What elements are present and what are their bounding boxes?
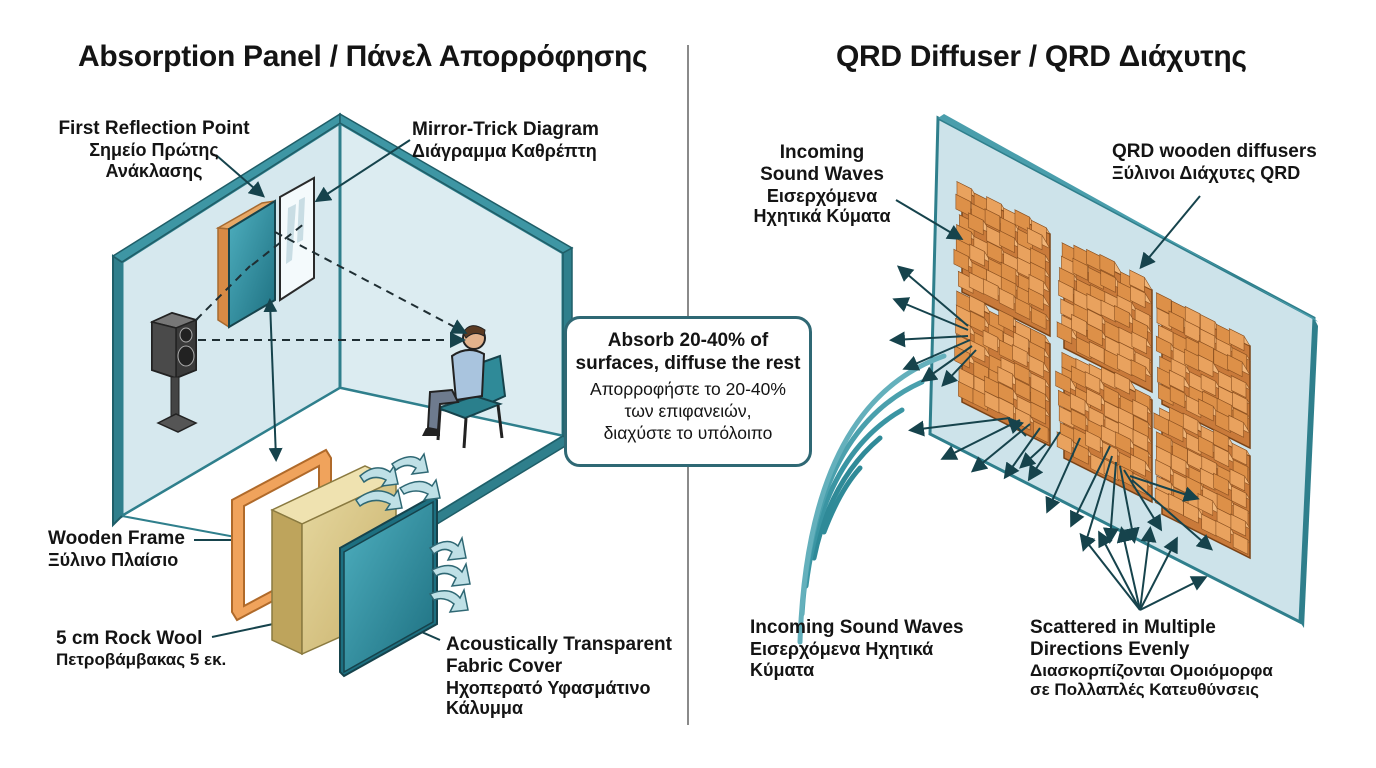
diffusion-arrow (896, 265, 969, 327)
leader-lines-right (895, 195, 1201, 270)
diffusion-arrow (1027, 431, 1061, 482)
incoming-waves-bottom-label: Incoming Sound Waves Εισερχόμενα Ηχητικά… (750, 617, 964, 680)
rock-wool-label: 5 cm Rock Wool Πετροβάμβακας 5 εκ. (56, 628, 227, 669)
diffusion-arrow (1019, 443, 1047, 469)
diffusion-arrow (1131, 479, 1214, 551)
qrd-block (1155, 292, 1251, 450)
qrd-block (953, 290, 1051, 448)
scattered-label: Scattered in Multiple Directions Evenly … (1030, 617, 1273, 700)
left-title: Absorption Panel / Πάνελ Απορρόφησης (78, 40, 648, 73)
diffusion-arrow (1098, 530, 1141, 611)
diffusion-arrow (1139, 576, 1208, 611)
diffusion-arrow (1139, 536, 1178, 611)
wooden-frame-label: Wooden Frame Ξύλινο Πλαίσιο (48, 528, 185, 570)
mirror-trick-label: Mirror-Trick Diagram Διάγραμμα Καθρέπτη (412, 119, 599, 161)
qrd-block (1056, 242, 1153, 394)
diffusion-arrow (1045, 437, 1081, 514)
diffusion-arrow (1123, 469, 1163, 532)
diffusion-arrow (1116, 526, 1141, 611)
diffusion-arrow (1079, 532, 1141, 611)
qrd-block (1153, 406, 1251, 560)
right-title: QRD Diffuser / QRD Διάχυτης (836, 40, 1247, 73)
diffusion-arrow (1129, 475, 1200, 502)
diffusion-arrow (1079, 455, 1113, 552)
fabric-cover-label: Acoustically Transparent Fabric Cover Ηχ… (446, 634, 672, 719)
qrd-diffusers-label: QRD wooden diffusers Ξύλινοι Διάχυτες QR… (1112, 141, 1317, 183)
diffusion-arrow (1102, 461, 1119, 544)
mirror-icon (279, 176, 315, 302)
diffusion-arrow (908, 417, 1011, 437)
diffusion-arrow (902, 339, 971, 371)
exploded-panel (231, 448, 438, 678)
wave-arrow-icon (354, 452, 471, 613)
diffusion-arrow (941, 349, 977, 387)
diffusion-arrow (889, 331, 969, 348)
first-reflection-label: First Reflection Point Σημείο Πρώτης Ανά… (58, 118, 250, 181)
diffusion-arrow (1139, 526, 1157, 611)
diffusion-arrow (892, 297, 969, 331)
listener-icon (422, 325, 507, 449)
diffusion-arrow (920, 345, 973, 383)
qrd-diffuser-blocks (953, 180, 1251, 560)
diffusion-arrows (889, 265, 1214, 611)
diffusion-arrow (1007, 417, 1027, 437)
incoming-waves-top-label: Incoming Sound Waves Εισερχόμενα Ηχητικά… (753, 142, 891, 227)
diffusion-arrow (1070, 445, 1111, 528)
qrd-block (1054, 351, 1153, 504)
recommendation-callout: Absorb 20-40% of surfaces, diffuse the r… (564, 316, 812, 467)
qrd-block (953, 180, 1051, 338)
incoming-sound-waves (797, 353, 947, 645)
reflection-paths (195, 222, 468, 348)
